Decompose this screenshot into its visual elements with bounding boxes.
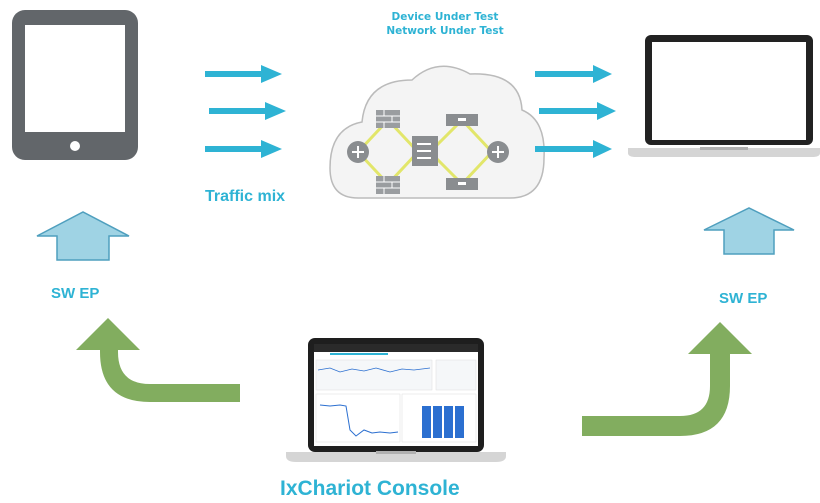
- console-label: IxChariot Console: [280, 477, 460, 500]
- laptop-icon: [628, 35, 820, 157]
- green-arrow-left: [76, 318, 240, 402]
- router-icon: [347, 141, 369, 163]
- dut-title-line2: Network Under Test: [386, 25, 504, 37]
- sw-ep-left-label: SW EP: [51, 285, 100, 302]
- sw-ep-left-arrow: [36, 211, 130, 261]
- dut-title: Device Under Test Network Under Test: [360, 10, 530, 38]
- traffic-arrows-left: [205, 65, 286, 158]
- traffic-arrows-right: [535, 65, 616, 158]
- traffic-mix-label: Traffic mix: [205, 188, 286, 205]
- sw-ep-right-arrow: [703, 207, 795, 255]
- console-laptop-icon: [286, 338, 506, 462]
- tablet-icon: [12, 10, 138, 160]
- sw-ep-right-label: SW EP: [719, 290, 768, 307]
- switch-icon: [412, 136, 438, 166]
- router-icon: [487, 141, 509, 163]
- server-icon: [446, 114, 478, 126]
- firewall-icon: [376, 110, 400, 128]
- green-arrow-right: [582, 322, 752, 436]
- dashboard-screenshot: [314, 344, 478, 443]
- server-icon: [446, 178, 478, 190]
- cloud-icon: [329, 65, 545, 199]
- firewall-icon: [376, 176, 400, 194]
- dut-title-line1: Device Under Test: [391, 11, 499, 23]
